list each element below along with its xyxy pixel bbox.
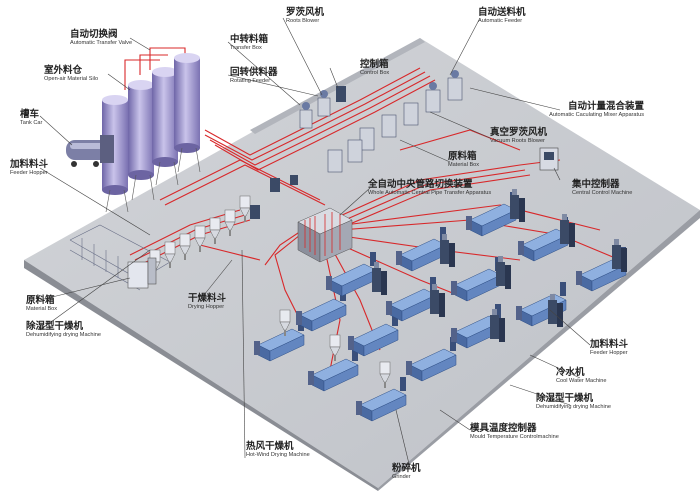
leader-lines	[39, 17, 591, 469]
label-dehumidifying-right: 除湿型干燥机 Dehumidifying drying Machine	[536, 393, 611, 410]
label-transfer-valve: 自动切换阀 Automatic Transfer Valve	[70, 29, 133, 46]
label-cool-water: 冷水机 Cool Water Machine	[556, 367, 607, 384]
label-central-control: 集中控制器 Central Control Machine	[572, 179, 633, 196]
floor-platform	[24, 38, 700, 491]
silo-4	[174, 53, 200, 153]
label-material-silo: 室外料仓 Open-air Material Silo	[44, 65, 99, 82]
central-control-machine	[539, 147, 559, 171]
label-roots-blower: 罗茨风机 Roots Blower	[286, 7, 325, 24]
label-central-pipe: 全自动中央管路切换装置 Whole Automatic Central Pipe…	[368, 179, 492, 196]
label-mould-temp: 模具温度控制器 Mould Temperature Controlmachine	[470, 423, 559, 440]
label-grinder: 粉碎机 Grinder	[392, 463, 421, 480]
label-material-box-mid: 原料箱 Material Box	[448, 151, 480, 168]
material-box-left	[127, 257, 157, 289]
label-rotating-feeder: 回转供料器 Rotating Feeder	[230, 67, 278, 84]
label-mixer: 自动计量混合装置 Automatic Caculating Mixer Appa…	[549, 101, 644, 118]
label-transfer-box: 中转料箱 Transfer Box	[230, 34, 269, 51]
label-feeder-hopper-right: 加料料斗 Feeder Hopper	[590, 339, 629, 356]
silo-3	[152, 67, 178, 167]
label-feeder-hopper-left: 加料料斗 Feeder Hopper	[10, 159, 49, 176]
auto-feeders	[250, 70, 463, 219]
label-drying-hopper: 干燥料斗 Drying Hopper	[188, 293, 227, 310]
label-tank-car: 槽车 Tank Car	[20, 109, 43, 126]
label-material-box-left: 原料箱 Material Box	[26, 295, 58, 312]
silo-2	[128, 80, 154, 180]
label-vacuum-blower: 真空罗茨风机 Vacuum Roots Blower	[490, 127, 548, 144]
label-control-box: 控制箱 Control Box	[360, 59, 390, 76]
label-hot-wind: 热风干燥机 Hot-Wind Drying Machine	[246, 441, 310, 458]
tank-car	[66, 135, 114, 167]
label-automatic-feeder: 自动送料机 Automatic Feeder	[478, 7, 526, 24]
central-pipe-apparatus	[297, 207, 353, 263]
silos	[102, 53, 201, 213]
label-dehumidifying-left: 除湿型干燥机 Dehumidifying drying Machine	[26, 321, 101, 338]
